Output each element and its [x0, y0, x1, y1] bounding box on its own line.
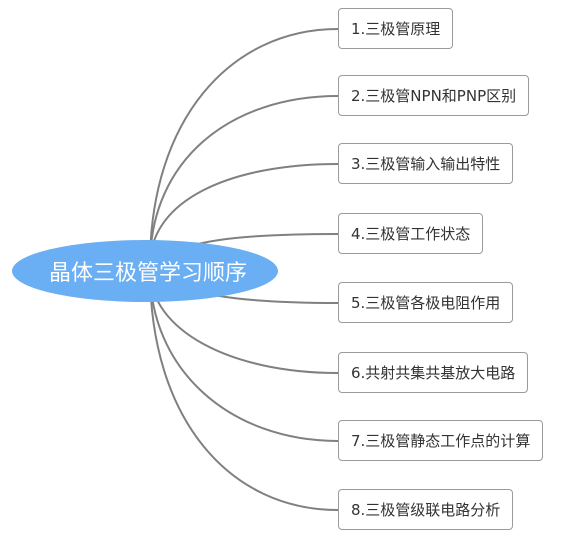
branch-topic-1[interactable]: 1.三极管原理	[338, 8, 454, 49]
branch-topic-6[interactable]: 6.共射共集共基放大电路	[338, 352, 529, 393]
root-topic-label: 晶体三极管学习顺序	[48, 261, 247, 286]
connector-line-7	[149, 269, 339, 442]
branch-topic-label: 7.三极管静态工作点的计算	[351, 432, 531, 450]
branch-topic-3[interactable]: 3.三极管输入输出特性	[338, 143, 514, 184]
branch-topic-label: 6.共射共集共基放大电路	[351, 364, 516, 382]
branch-topic-label: 8.三极管级联电路分析	[351, 501, 501, 519]
connector-line-8	[149, 269, 339, 511]
branch-topic-label: 5.三极管各极电阻作用	[351, 294, 501, 312]
branch-topic-5[interactable]: 5.三极管各极电阻作用	[338, 282, 514, 323]
branch-topic-label: 4.三极管工作状态	[351, 225, 471, 243]
branch-topic-4[interactable]: 4.三极管工作状态	[338, 213, 484, 254]
branch-topic-label: 2.三极管NPN和PNP区别	[351, 87, 517, 105]
branch-topic-label: 3.三极管输入输出特性	[351, 155, 501, 173]
branch-topic-7[interactable]: 7.三极管静态工作点的计算	[338, 420, 544, 461]
connector-line-1	[149, 28, 339, 266]
branch-topic-2[interactable]: 2.三极管NPN和PNP区别	[338, 75, 530, 116]
connector-line-2	[149, 95, 339, 266]
root-topic[interactable]: 晶体三极管学习顺序	[12, 240, 278, 302]
branch-topic-label: 1.三极管原理	[351, 20, 441, 38]
branch-topic-8[interactable]: 8.三极管级联电路分析	[338, 489, 514, 530]
